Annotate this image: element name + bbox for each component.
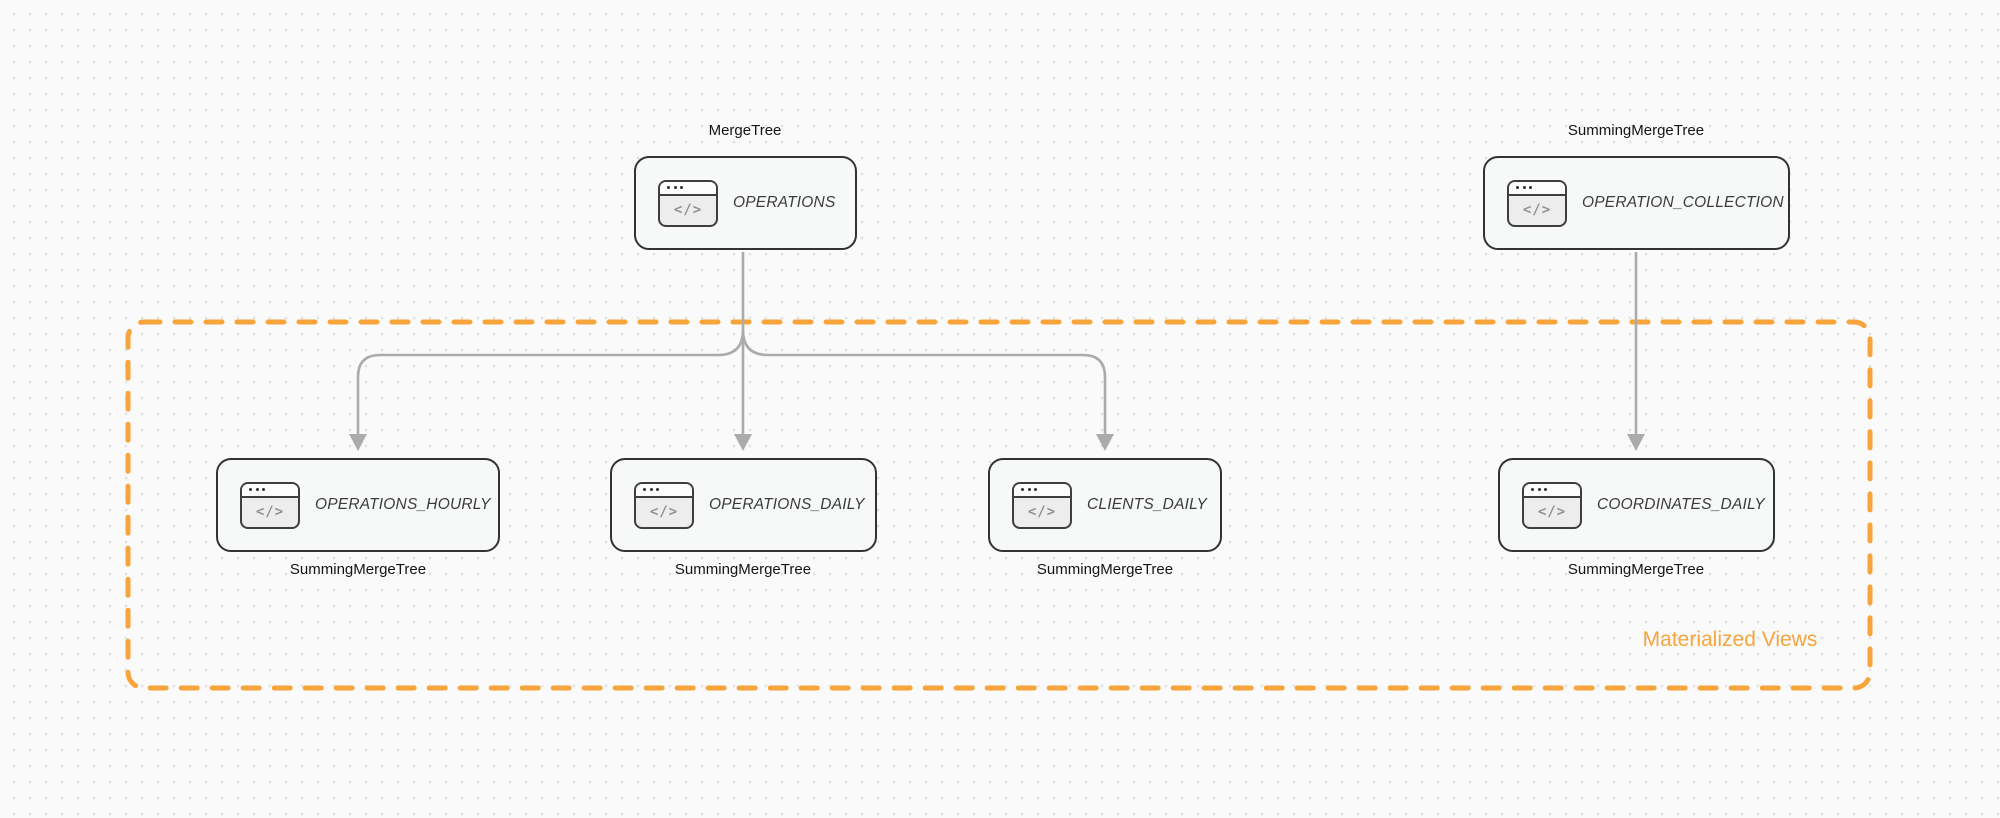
node-clients-daily[interactable]: </> CLIENTS_DAILY	[988, 458, 1222, 552]
code-glyph-icon: </>	[1522, 202, 1552, 218]
node-label: OPERATION_COLLECTION	[1582, 194, 1784, 211]
edge-operations-to-operations-hourly[interactable]	[349, 329, 745, 451]
engine-caption-operation-collection: SummingMergeTree	[1567, 122, 1705, 139]
window-dots-icon	[1014, 483, 1070, 498]
code-glyph-icon: </>	[255, 504, 285, 520]
engine-caption-clients-daily: SummingMergeTree	[1036, 561, 1174, 578]
node-operations-daily[interactable]: </> OPERATIONS_DAILY	[610, 458, 877, 552]
engine-caption-coordinates-daily: SummingMergeTree	[1567, 561, 1705, 578]
node-operations[interactable]: </> OPERATIONS	[634, 156, 857, 250]
window-dots-icon	[242, 483, 298, 498]
window-dots-icon	[660, 181, 716, 196]
code-window-icon: </>	[1507, 179, 1567, 227]
engine-caption-operations: MergeTree	[708, 122, 782, 139]
engine-caption-operations-daily: SummingMergeTree	[674, 561, 812, 578]
materialized-views-label[interactable]: Materialized Views	[1642, 628, 1818, 651]
node-coordinates-daily[interactable]: </> COORDINATES_DAILY	[1498, 458, 1775, 552]
code-window-icon: </>	[1522, 481, 1582, 529]
edge-operation-collection-to-coordinates-daily[interactable]	[1627, 252, 1645, 451]
node-label: CLIENTS_DAILY	[1087, 496, 1208, 513]
code-glyph-icon: </>	[673, 202, 703, 218]
window-dots-icon	[1509, 181, 1565, 196]
code-window-icon: </>	[658, 179, 718, 227]
code-glyph-icon: </>	[1537, 504, 1567, 520]
code-window-icon: </>	[240, 481, 300, 529]
code-window-icon: </>	[634, 481, 694, 529]
code-glyph-icon: </>	[649, 504, 679, 520]
node-operations-hourly[interactable]: </> OPERATIONS_HOURLY	[216, 458, 500, 552]
engine-caption-operations-hourly: SummingMergeTree	[289, 561, 427, 578]
node-label: OPERATIONS	[733, 194, 836, 211]
node-label: OPERATIONS_HOURLY	[315, 496, 491, 513]
edge-operations-to-clients-daily[interactable]	[741, 329, 1114, 451]
edge-operations-to-operations-daily[interactable]	[734, 252, 752, 451]
window-dots-icon	[636, 483, 692, 498]
node-label: OPERATIONS_DAILY	[709, 496, 865, 513]
window-dots-icon	[1524, 483, 1580, 498]
code-glyph-icon: </>	[1027, 504, 1057, 520]
node-operation-collection[interactable]: </> OPERATION_COLLECTION	[1483, 156, 1790, 250]
node-label: COORDINATES_DAILY	[1597, 496, 1765, 513]
materialized-views-group-rect[interactable]	[125, 319, 1873, 691]
code-window-icon: </>	[1012, 481, 1072, 529]
